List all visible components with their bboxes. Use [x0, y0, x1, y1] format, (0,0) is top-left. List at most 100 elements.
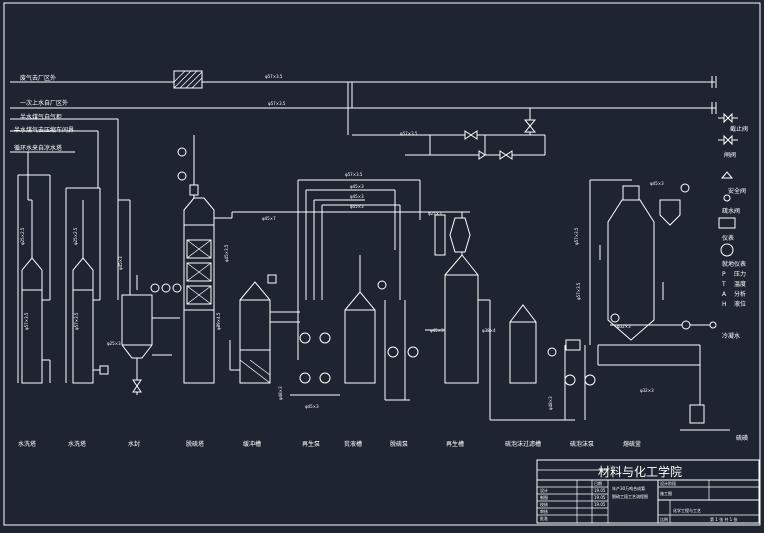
desulfurization-tower: φ45×7 φ89×4.5 φ45×3.5 — [183, 135, 470, 384]
utility-branch — [352, 108, 546, 160]
sulfur-melter: φ45×3 φ32×3 φ32×3 φ57×3.5 φ57×3.5 — [574, 179, 730, 431]
svg-text:φ45×3: φ45×3 — [350, 204, 364, 209]
desulfurization-pumps — [377, 280, 419, 401]
title-block — [536, 459, 760, 524]
svg-text:φ45×3: φ45×3 — [350, 194, 364, 199]
role-draw: 制图 — [540, 494, 548, 500]
svg-text:φ89×4.5: φ89×4.5 — [216, 312, 221, 330]
equipment-label: 水封 — [128, 440, 140, 448]
equipment-label: 熔硫釜 — [623, 440, 641, 448]
instrument-icon — [177, 171, 187, 181]
legend-code-3: A — [722, 291, 727, 298]
date-3: 19.05 — [594, 502, 606, 507]
scale-label: 比例 — [660, 516, 668, 522]
svg-text:φ32×3: φ32×3 — [617, 324, 631, 329]
date-label: 日期 — [594, 480, 602, 486]
instrument-icon — [610, 313, 620, 323]
project-title-2: 脱硫工段工艺流程图 — [612, 493, 648, 499]
equipment-label: 再生槽 — [446, 440, 464, 448]
design-stage: 设计阶段 — [660, 480, 676, 486]
sulfur-foam-filter-tank — [509, 304, 537, 384]
svg-text:φ48×3: φ48×3 — [548, 396, 553, 410]
pump-icon — [564, 374, 576, 386]
legend — [718, 112, 738, 257]
svg-text:φ38×4: φ38×4 — [482, 328, 496, 333]
pump-icon — [299, 372, 311, 384]
legend-code-4: H — [722, 301, 727, 308]
date-2: 19.05 — [594, 495, 606, 500]
project-title-1: 年产30万吨合成氨 — [612, 485, 645, 491]
svg-text:φ57×3.5: φ57×3.5 — [574, 227, 579, 245]
svg-text:φ45×7: φ45×7 — [262, 216, 276, 221]
pump-icon — [584, 374, 596, 386]
construction-drawing: 施工图 — [660, 490, 672, 496]
instrument-icon — [680, 183, 690, 193]
line-spec-2: φ57×3.5 — [268, 101, 286, 106]
svg-text:φ48×3: φ48×3 — [278, 386, 283, 400]
instrument-icon — [172, 283, 182, 293]
role-design: 设计 — [540, 487, 548, 493]
water-wash-tower-1: φ57×3.5 φ25×2.5 — [17, 152, 51, 384]
pump-icon — [387, 346, 399, 358]
valve-icon — [464, 130, 472, 140]
pump-icon — [319, 372, 331, 384]
date-1: 19.05 — [594, 488, 606, 493]
line-spec-1: φ57×3.5 — [265, 74, 283, 79]
instrument-icon — [150, 283, 160, 293]
svg-text:φ57×3.5: φ57×3.5 — [24, 312, 29, 330]
legend-code-1: P — [722, 271, 726, 278]
legend-item-1: 截止阀 — [730, 125, 748, 133]
legend-code-2: T — [721, 281, 726, 288]
legend-name-4: 液位 — [734, 300, 746, 308]
svg-text:φ45×3.5: φ45×3.5 — [224, 244, 229, 262]
upper-spec: φ57×3.5 — [400, 131, 418, 136]
regeneration-tank: φ25×3 φ45×3 φ38×4 — [425, 211, 575, 421]
svg-text:φ45×3: φ45×3 — [305, 404, 319, 409]
pump-icon — [407, 346, 419, 358]
equipment-label: 脱硫塔 — [186, 440, 204, 448]
legend-item-6: 就地仪表 — [722, 260, 746, 268]
line-label-1: 废气去厂区外 — [20, 74, 56, 82]
legend-name-2: 温度 — [734, 280, 746, 288]
sheet-count: 第 1 张 共 1 张 — [710, 516, 737, 522]
drawing-frame — [3, 2, 761, 526]
svg-text:φ45×3: φ45×3 — [118, 256, 123, 270]
svg-text:φ32×3: φ32×3 — [640, 388, 654, 393]
svg-text:φ25×2.5: φ25×2.5 — [73, 227, 78, 245]
instrument-icon — [547, 347, 557, 357]
equipment-label: 再生泵 — [302, 440, 320, 448]
equipment-label: 水洗塔 — [18, 440, 36, 448]
legend-item-5: 仪表 — [722, 234, 734, 242]
equipment-label: 贫液槽 — [344, 440, 362, 448]
svg-text:φ25×3: φ25×3 — [107, 341, 121, 346]
role-review: 审核 — [540, 508, 548, 514]
line-label-3: 半水煤气自气柜 — [20, 113, 62, 121]
pump-icon — [319, 332, 331, 344]
svg-text:φ57×3.5: φ57×3.5 — [576, 282, 581, 300]
legend-item-3: 安全阀 — [728, 187, 746, 195]
legend-name-3: 分析 — [734, 290, 746, 298]
instrument-icon — [177, 147, 187, 157]
safety-valve-icon — [523, 119, 537, 127]
svg-text:φ45×3: φ45×3 — [350, 184, 364, 189]
equipment-label: 硫泡沫泵 — [570, 440, 594, 448]
buffer-tank — [229, 274, 300, 384]
equipment-label: 硫泡沫过滤槽 — [505, 440, 541, 448]
water-seal: φ45×3 φ25×3 — [107, 119, 180, 395]
outlet-cold-water: 冷凝水 — [722, 332, 740, 340]
line-label-5: 循环水来自凉水塔 — [14, 144, 62, 152]
equipment-label: 脱硫泵 — [390, 440, 408, 448]
svg-text:φ57×3.5: φ57×3.5 — [74, 312, 79, 330]
water-wash-tower-2: φ57×3.5 φ25×2.5 — [65, 131, 109, 384]
sulfur-foam-pumps: φ48×3 — [547, 339, 596, 420]
legend-item-4: 疏水阀 — [722, 207, 740, 215]
legend-item-2: 闸阀 — [724, 151, 736, 159]
role-approve: 批准 — [540, 515, 548, 521]
line-label-4: 半水煤气去压缩车间界 — [14, 126, 74, 134]
equipment-label: 缓冲槽 — [243, 440, 261, 448]
legend-name-1: 压力 — [734, 270, 746, 278]
valve-icon — [499, 150, 507, 160]
svg-text:φ25×3: φ25×3 — [428, 211, 442, 216]
